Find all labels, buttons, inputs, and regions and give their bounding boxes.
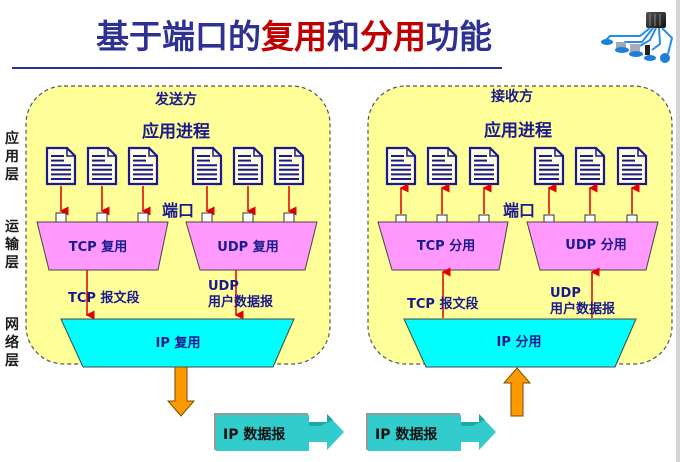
sender-udp-mux-label: UDP 复用 [217, 239, 278, 255]
sender-app-process-icon [45, 146, 77, 186]
page-title: 基于端口的复用和分用功能 [96, 10, 492, 58]
sender-panel: 发送方 应用进程 端口 TCP 复用 UDP 复用 TCP 报文段 UDP 用户… [25, 85, 331, 417]
receiver-app-process-icon [385, 146, 417, 186]
datagram-right: IP 数据报 [366, 413, 496, 451]
sender-port-label: 端口 [162, 201, 194, 220]
sender-udp-label: UDP [208, 279, 239, 294]
receiver-udp-demux-box [526, 221, 659, 271]
title-part-3: 和 [327, 17, 360, 56]
sender-app-process-icon [273, 146, 305, 186]
sender-ip-mux-box [60, 318, 295, 368]
datagram-left: IP 数据报 [214, 413, 344, 451]
receiver-udp-datagram-label: 用户数据报 [549, 301, 616, 317]
sender-app-process-icon [127, 146, 159, 186]
title-part-5: 功能 [426, 17, 492, 56]
receiver-app-process-icon [574, 146, 606, 186]
sender-title: 发送方 [154, 91, 197, 108]
title-part-4: 分用 [360, 17, 426, 56]
receiver-app-process-icon [616, 146, 648, 186]
sender-tcp-mux-label: TCP 复用 [69, 239, 127, 255]
receiver-tcp-segment-label: TCP 报文段 [407, 296, 478, 312]
sender-app-process-icon [232, 146, 264, 186]
sender-app-process-icon [191, 146, 223, 186]
sender-app-process-icon [86, 146, 118, 186]
network-distribution-icon [601, 12, 674, 63]
slide-edge [676, 0, 680, 462]
receiver-udp-label: UDP [550, 286, 581, 301]
receiver-tcp-demux-label: TCP 分用 [417, 238, 475, 254]
sender-udp-mux-box [185, 221, 318, 271]
receiver-app-process-icon [426, 146, 458, 186]
receiver-title: 接收方 [491, 88, 533, 105]
layer-label-transport-text: 运 输 层 [5, 219, 19, 271]
receiver-ip-demux-label: IP 分用 [497, 334, 542, 350]
receiver-udp-demux-label: UDP 分用 [565, 237, 626, 253]
receiver-panel: 接收方 应用进程 端口 TCP 分用 UDP 分用 TCP 报文段 UDP 用户… [367, 85, 673, 417]
receiver-up-arrow [502, 367, 532, 417]
title-underline [12, 67, 502, 69]
sender-ip-mux-label: IP 复用 [156, 335, 201, 351]
datagram-right-label: IP 数据报 [375, 426, 437, 443]
receiver-app-process-icon [533, 146, 565, 186]
datagram-left-label: IP 数据报 [223, 426, 285, 443]
receiver-tcp-demux-box [377, 221, 509, 271]
receiver-ip-demux-box [403, 318, 637, 368]
receiver-app-process-icon [468, 146, 500, 186]
sender-udp-datagram-label: 用户数据报 [207, 294, 274, 310]
sender-down-arrow [166, 366, 196, 417]
layer-label-network: 网 络 层 [4, 316, 20, 370]
layer-label-application: 应 用 层 [4, 130, 20, 184]
receiver-port-label: 端口 [503, 201, 535, 220]
sender-tcp-segment-label: TCP 报文段 [68, 290, 139, 306]
sender-app-process-label: 应用进程 [142, 121, 210, 142]
receiver-app-process-label: 应用进程 [484, 120, 552, 141]
layer-label-application-text: 应 用 层 [5, 131, 19, 183]
title-part-2: 复用 [261, 17, 327, 56]
title-part-1: 基于端口的 [96, 17, 261, 56]
layer-label-transport: 运 输 层 [4, 218, 20, 272]
layer-label-network-text: 网 络 层 [5, 317, 19, 369]
sender-tcp-mux-box [36, 221, 169, 271]
